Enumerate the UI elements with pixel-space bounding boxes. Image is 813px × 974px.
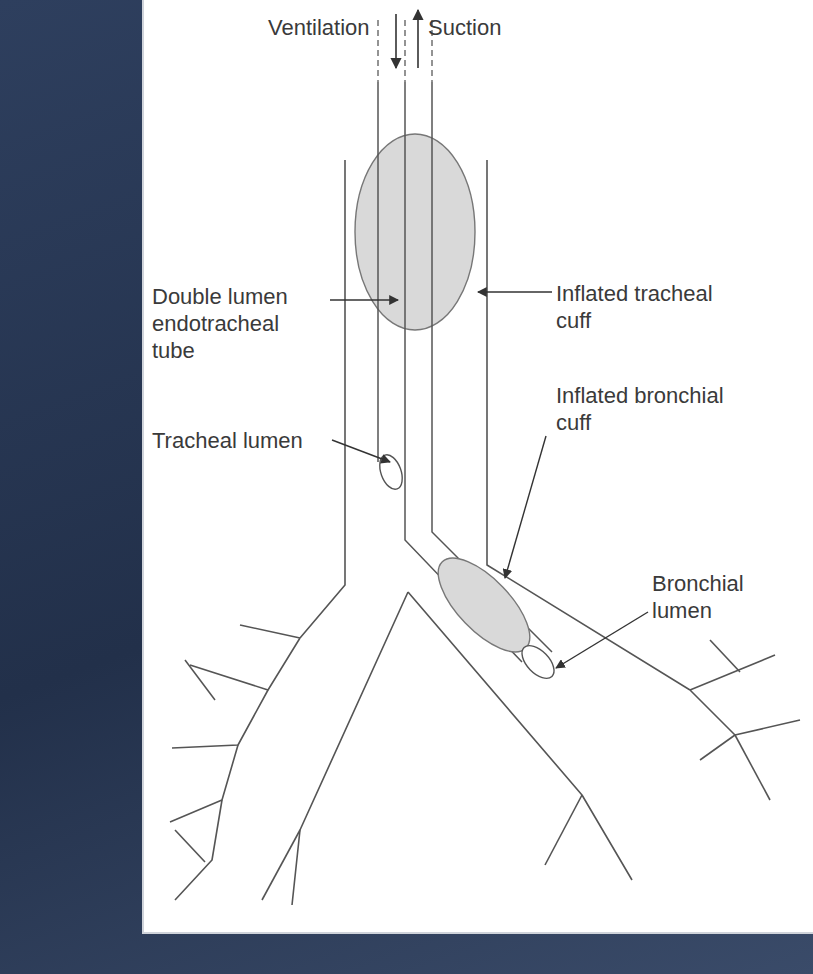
airway-walls [170,160,800,905]
flow-label: Suction [428,14,538,41]
flow-arrows [396,10,418,68]
flow-label: Ventilation [268,14,394,41]
part-label: Bronchial lumen [652,570,782,624]
tube-connector [378,20,432,82]
part-label: Inflated tracheal cuff [556,280,752,334]
leader-lines [330,292,648,668]
part-label: Inflated bronchial cuff [556,382,724,436]
part-label: Double lumen endotracheal tube [152,283,328,364]
white-panel [142,0,813,934]
part-label: Tracheal lumen [152,427,330,454]
bronchial-lumen-opening [516,640,560,684]
